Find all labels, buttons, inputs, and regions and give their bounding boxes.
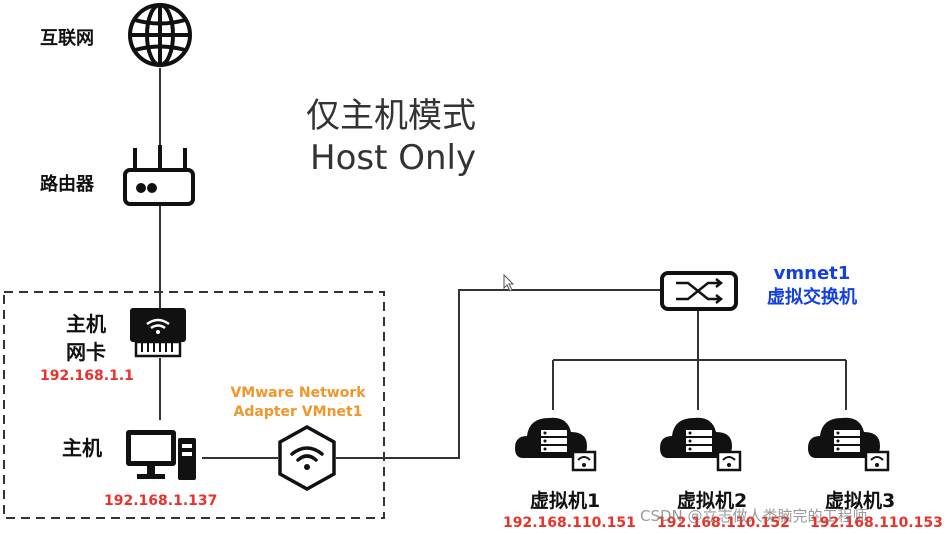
- vm1-ip: 192.168.110.151: [503, 515, 636, 531]
- host-nic-label-line1: 主机: [66, 312, 106, 336]
- host-label: 主机: [62, 436, 102, 460]
- switch-icon: [660, 271, 738, 311]
- cloud-server-icon: [515, 417, 597, 472]
- line-adapter-switch: [336, 289, 662, 459]
- router-label: 路由器: [40, 174, 94, 195]
- switch-label-line2: 虚拟交换机: [767, 287, 857, 308]
- globe-icon: [128, 3, 192, 67]
- diagram-title-en: Host Only: [310, 138, 477, 178]
- switch-label-line1: vmnet1: [773, 263, 851, 284]
- csdn-watermark: CSDN @立志做人类脑完的工程师: [640, 507, 868, 525]
- cloud-server-icon: [660, 417, 742, 472]
- vm-icons: [515, 417, 890, 472]
- mouse-cursor-icon: [503, 273, 515, 292]
- diagram-title-cn: 仅主机模式: [306, 96, 476, 136]
- host-nic-ip: 192.168.1.1: [40, 368, 134, 384]
- wifi-hexagon-icon: [278, 424, 336, 492]
- host-nic-label-line2: 网卡: [66, 340, 106, 364]
- switch-label: vmnet1 虚拟交换机: [752, 262, 872, 310]
- vmnet-adapter-label: VMware Network Adapter VMnet1: [222, 384, 374, 422]
- network-card-icon: [130, 308, 186, 358]
- host-ip: 192.168.1.137: [104, 493, 218, 509]
- cloud-server-icon: [808, 417, 890, 472]
- router-icon: [123, 145, 195, 206]
- connection-lines: [159, 68, 847, 459]
- vmnet-adapter-label-line2: Adapter VMnet1: [233, 404, 363, 420]
- vm1-label: 虚拟机1: [530, 490, 601, 512]
- internet-label: 互联网: [40, 28, 94, 49]
- desktop-computer-icon: [126, 430, 196, 480]
- vm3-ip: 192.168.110.153: [810, 515, 943, 531]
- vm2-ip: 192.168.110.152: [657, 515, 790, 531]
- host-boundary: [3, 291, 385, 519]
- vm2-label: 虚拟机2: [677, 490, 748, 512]
- vm3-label: 虚拟机3: [825, 490, 896, 512]
- vmnet-adapter-label-line1: VMware Network: [230, 385, 366, 401]
